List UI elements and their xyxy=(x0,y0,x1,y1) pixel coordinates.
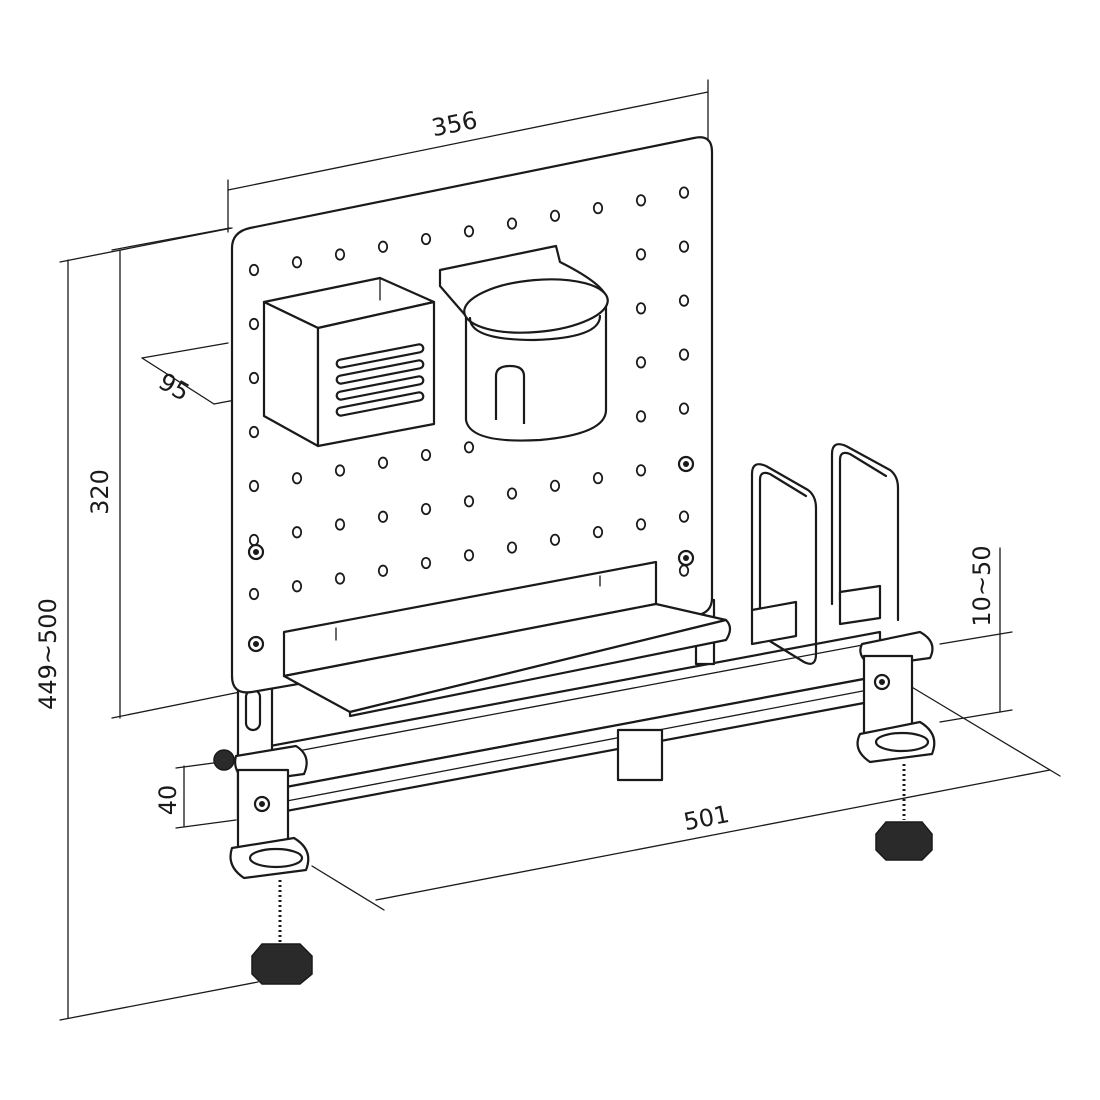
peg-hole xyxy=(635,410,647,423)
dim-total-height: 449~500 xyxy=(34,598,62,710)
peg-hole xyxy=(549,533,561,546)
peg-hole xyxy=(334,572,346,585)
panel-screws xyxy=(247,455,695,653)
peg-hole xyxy=(592,201,604,215)
peg-hole xyxy=(334,248,346,261)
peg-hole xyxy=(635,518,647,531)
peg-hole xyxy=(678,186,690,199)
peg-hole xyxy=(678,294,690,307)
peg-hole xyxy=(678,402,690,415)
peg-hole xyxy=(635,194,647,207)
dim-depth: 95 xyxy=(154,367,194,407)
peg-hole xyxy=(291,526,303,539)
dim-clamp-range: 10~50 xyxy=(968,545,996,626)
peg-hole xyxy=(506,217,518,230)
peg-hole xyxy=(248,425,260,439)
peg-hole xyxy=(291,472,303,485)
peg-hole xyxy=(420,502,432,516)
peg-hole xyxy=(420,556,432,570)
peg-hole xyxy=(377,456,389,469)
right-clamp xyxy=(856,630,936,861)
peg-hole xyxy=(549,479,561,492)
peg-hole xyxy=(248,533,260,547)
peg-hole xyxy=(377,564,389,577)
peg-hole xyxy=(420,232,432,246)
storage-box xyxy=(262,276,436,448)
peg-hole xyxy=(678,564,690,577)
peg-hole xyxy=(463,225,475,238)
dim-beam-height: 40 xyxy=(154,785,182,816)
peg-hole xyxy=(635,248,647,261)
peg-hole xyxy=(420,448,432,462)
left-clamp xyxy=(213,744,313,985)
peg-hole xyxy=(592,525,604,539)
wire-holder xyxy=(750,443,900,665)
dim-panel-width: 356 xyxy=(429,106,479,142)
peg-hole xyxy=(463,495,475,508)
peg-hole xyxy=(248,479,260,493)
peg-hole xyxy=(334,518,346,531)
dim-beam-length: 501 xyxy=(681,800,731,836)
peg-hole xyxy=(248,371,260,385)
peg-hole xyxy=(678,510,690,523)
peg-hole xyxy=(506,487,518,500)
peg-hole xyxy=(463,441,475,454)
peg-hole xyxy=(549,209,561,222)
tray-shelf xyxy=(282,560,732,718)
peg-hole xyxy=(635,302,647,315)
peg-hole xyxy=(291,580,303,593)
peg-hole xyxy=(678,240,690,253)
peg-hole xyxy=(377,510,389,523)
box-slots xyxy=(335,343,425,417)
peg-hole xyxy=(248,587,260,601)
peg-hole xyxy=(678,348,690,361)
peg-hole xyxy=(592,471,604,485)
cup-holder xyxy=(438,244,609,442)
peg-hole xyxy=(377,240,389,253)
peg-hole xyxy=(463,549,475,562)
dim-panel-height: 320 xyxy=(86,469,114,515)
peg-hole xyxy=(506,541,518,554)
peg-hole xyxy=(635,464,647,477)
peg-hole xyxy=(635,356,647,369)
peg-hole xyxy=(334,464,346,477)
peg-hole xyxy=(291,256,303,269)
peg-hole xyxy=(248,317,260,331)
peg-hole xyxy=(248,263,260,277)
